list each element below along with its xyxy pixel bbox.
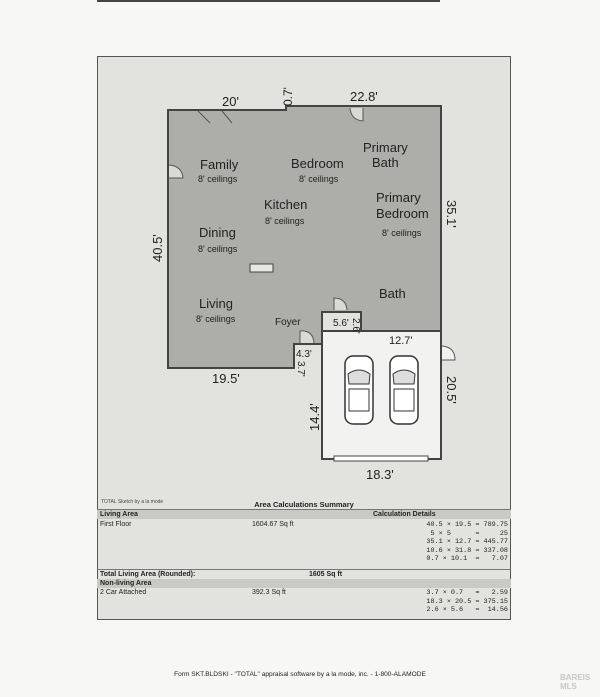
living-calculations: 40.5 × 19.5 = 789.75 5 × 5 = 25 35.1 × 1… <box>426 521 508 564</box>
summary-header-band <box>97 510 511 519</box>
room-primary-bedroom-1: Primary <box>376 190 421 205</box>
calc-details-label: Calculation Details <box>373 511 436 518</box>
footer-text: Form SKT.BLDSKI - "TOTAL" appraisal soft… <box>174 671 426 678</box>
door-swing-family <box>168 164 184 179</box>
top-border-line <box>97 0 440 2</box>
dim-garage-left: 14.4' <box>307 403 322 431</box>
door-swing-garage-side <box>441 345 456 361</box>
watermark: BAREIS MLS <box>560 673 591 691</box>
dim-garage-right: 20.5' <box>444 376 459 404</box>
summary-title: Area Calculations Summary <box>254 500 354 509</box>
rule <box>97 509 511 510</box>
room-family: Family <box>200 157 239 172</box>
sketch-credit: TOTAL Sketch by a la mode <box>101 499 164 505</box>
dim-garage-top: 12.7' <box>389 335 413 347</box>
door-swing-garage <box>299 330 315 344</box>
nonliving-label: Non-living Area <box>100 580 152 587</box>
room-dining: Dining <box>199 225 236 240</box>
garage-door <box>333 455 429 462</box>
dim-top-left: 20' <box>222 94 239 109</box>
room-kitchen: Kitchen <box>264 197 307 212</box>
room-foyer: Foyer <box>275 317 301 328</box>
garage-sqft: 392.3 Sq ft <box>252 589 286 596</box>
dim-bath-w: 5.6' <box>333 318 349 329</box>
room-primary-bath-1: Primary <box>363 140 408 155</box>
dim-left: 40.5' <box>150 234 165 262</box>
house-outline <box>167 105 442 369</box>
room-kitchen-ceilings: 8' ceilings <box>265 216 305 226</box>
car-icon <box>344 355 374 425</box>
nonliving-band <box>97 579 511 588</box>
door-swing-bath <box>349 107 364 122</box>
room-primary-bedroom-2: Bedroom <box>376 206 429 221</box>
room-living-ceilings: 8' ceilings <box>196 314 236 324</box>
first-floor-sqft: 1604.67 Sq ft <box>252 521 294 528</box>
room-primary-bath-2: Bath <box>372 155 399 170</box>
room-bedroom: Bedroom <box>291 156 344 171</box>
garage-outline <box>321 330 442 460</box>
area-summary: Area Calculations Summary Living Area Ca… <box>97 498 511 620</box>
rule <box>97 569 511 570</box>
dim-top-mid: 0.7' <box>281 87 295 106</box>
room-bath: Bath <box>379 286 406 301</box>
car-icon <box>389 355 419 425</box>
total-living-sqft: 1605 Sq ft <box>309 571 343 578</box>
room-bedroom-ceilings: 8' ceilings <box>299 174 339 184</box>
garage-label: 2 Car Attached <box>100 589 147 596</box>
dim-bath-h: 2.6' <box>350 318 361 334</box>
living-area-label: Living Area <box>100 511 138 518</box>
fireplace <box>249 263 274 273</box>
room-dining-ceilings: 8' ceilings <box>198 244 238 254</box>
dim-top-right: 22.8' <box>350 89 378 104</box>
room-living: Living <box>199 296 233 311</box>
first-floor-label: First Floor <box>100 521 132 528</box>
dim-notch-h: 3.7' <box>295 361 306 377</box>
room-primary-bedroom-ceilings: 8' ceilings <box>382 228 422 238</box>
dim-notch-w: 4.3' <box>296 349 312 360</box>
room-family-ceilings: 8' ceilings <box>198 174 238 184</box>
dim-garage-bottom: 18.3' <box>366 467 394 482</box>
dim-bottom-left: 19.5' <box>212 371 240 386</box>
door-swing-top <box>197 110 233 124</box>
total-living-label: Total Living Area (Rounded): <box>100 571 196 578</box>
dim-right: 35.1' <box>444 200 459 228</box>
garage-calculations: 3.7 × 0.7 = 2.59 18.3 × 20.5 = 375.15 2.… <box>426 589 508 615</box>
door-swing-foyer <box>333 297 348 311</box>
